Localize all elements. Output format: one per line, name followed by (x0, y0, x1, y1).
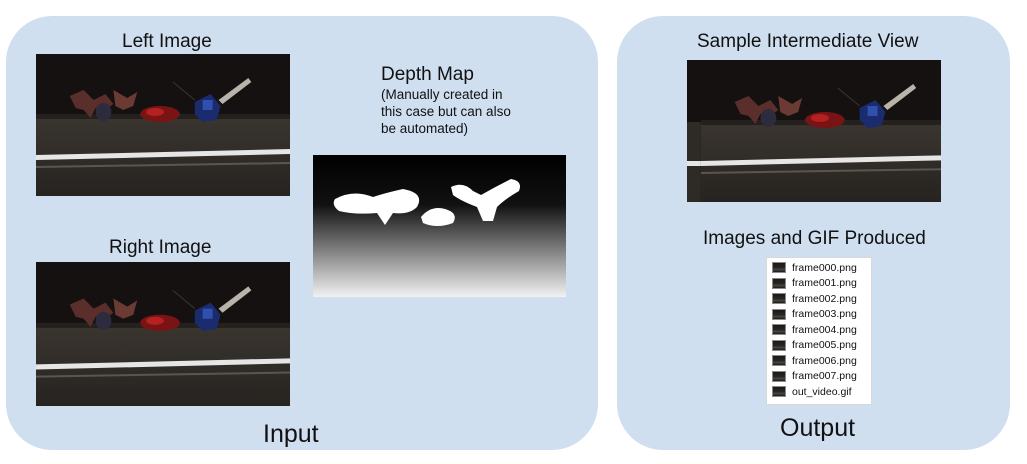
file-name: frame007.png (792, 370, 857, 383)
image-thumbnail-icon (772, 293, 786, 305)
file-name: frame005.png (792, 339, 857, 352)
left-image (36, 54, 290, 196)
right-image-label: Right Image (109, 237, 212, 258)
depth-map-image (313, 155, 566, 297)
file-item[interactable]: frame003.png (767, 307, 871, 323)
image-thumbnail-icon (772, 370, 786, 382)
file-item[interactable]: out_video.gif (767, 384, 871, 400)
file-item[interactable]: frame004.png (767, 322, 871, 338)
file-item[interactable]: frame007.png (767, 369, 871, 385)
file-name: out_video.gif (792, 385, 852, 398)
input-title: Input (263, 420, 319, 448)
right-image (36, 262, 290, 406)
file-item[interactable]: frame000.png (767, 260, 871, 276)
image-thumbnail-icon (772, 262, 786, 274)
output-title: Output (780, 414, 856, 442)
image-thumbnail-icon (772, 355, 786, 367)
file-name: frame001.png (792, 277, 857, 290)
image-thumbnail-icon (772, 277, 786, 289)
files-produced-label: Images and GIF Produced (703, 228, 926, 249)
file-item[interactable]: frame001.png (767, 276, 871, 292)
file-name: frame003.png (792, 308, 857, 321)
intermediate-view-label: Sample Intermediate View (697, 31, 919, 52)
image-thumbnail-icon (772, 339, 786, 351)
file-item[interactable]: frame006.png (767, 353, 871, 369)
file-item[interactable]: frame005.png (767, 338, 871, 354)
file-item[interactable]: frame002.png (767, 291, 871, 307)
intermediate-view-image (687, 60, 941, 202)
file-name: frame000.png (792, 261, 857, 274)
file-name: frame002.png (792, 292, 857, 305)
file-list: frame000.png frame001.png frame002.png f… (766, 257, 872, 405)
file-name: frame004.png (792, 323, 857, 336)
gif-thumbnail-icon (772, 386, 786, 398)
image-thumbnail-icon (772, 308, 786, 320)
depth-map-note: (Manually created in this case but can a… (381, 87, 511, 136)
depth-map-title: Depth Map (381, 64, 474, 85)
image-thumbnail-icon (772, 324, 786, 336)
left-image-label: Left Image (122, 31, 212, 52)
file-name: frame006.png (792, 354, 857, 367)
